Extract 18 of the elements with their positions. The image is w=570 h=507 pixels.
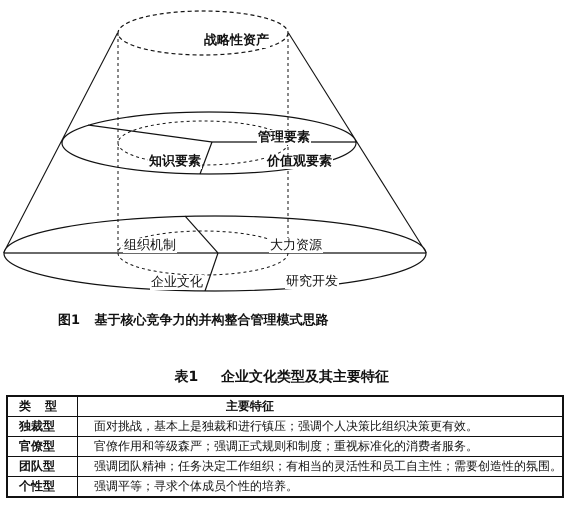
ellipse-disc bbox=[3, 215, 427, 292]
sector-label: 知识要素 bbox=[148, 154, 202, 169]
ellipse-disc bbox=[61, 111, 357, 175]
table-title: 表1 企业文化类型及其主要特征 bbox=[174, 369, 390, 385]
culture-type: 官僚型 bbox=[7, 436, 78, 456]
sector-label: 价值观要素 bbox=[266, 154, 333, 169]
ellipse-label: 战略性资产 bbox=[203, 33, 270, 48]
sector-label: 企业文化 bbox=[150, 275, 204, 290]
sector-label: 组织机制 bbox=[123, 238, 177, 253]
figure-caption: 图1 基于核心竞争力的并构整合管理模式思路 bbox=[58, 313, 329, 329]
culture-type: 团队型 bbox=[7, 456, 78, 476]
dashed-ellipse bbox=[117, 10, 289, 56]
column-header: 类 型 bbox=[7, 396, 78, 416]
sector-label: 研究开发 bbox=[285, 274, 339, 289]
feature-description: 强调团队精神；任务决定工作组织；有相当的灵活性和员工自主性；需要创造性的氛围。 bbox=[78, 456, 563, 476]
sector-label: 大力资源 bbox=[269, 238, 323, 253]
culture-type: 独裁型 bbox=[7, 416, 78, 436]
sector-label: 管理要素 bbox=[257, 130, 311, 145]
